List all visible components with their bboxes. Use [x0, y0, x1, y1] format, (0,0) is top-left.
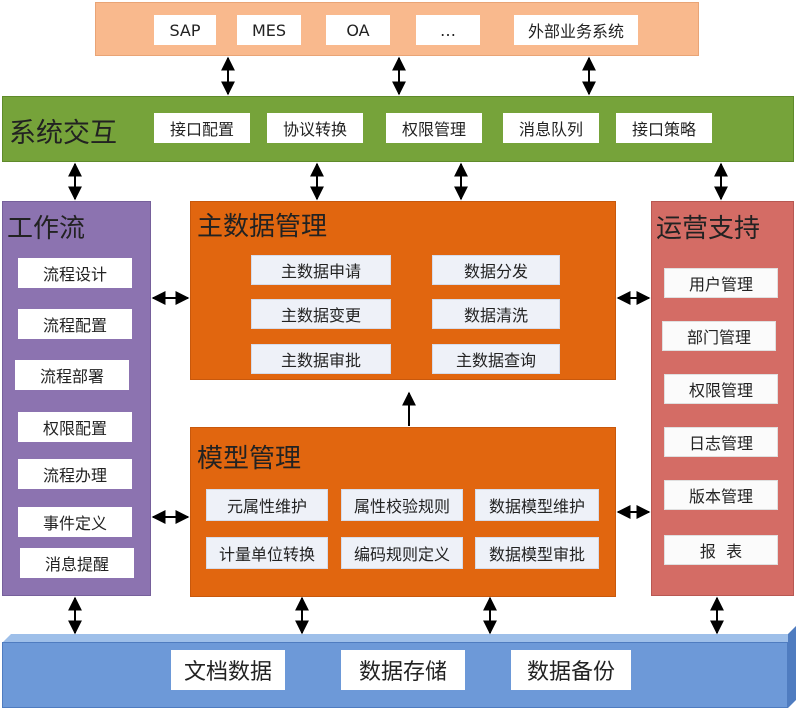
workflow-item-process-deploy[interactable]: 流程部署: [15, 360, 129, 390]
operations-item-department-management[interactable]: 部门管理: [662, 321, 776, 351]
master-data-item-query[interactable]: 主数据查询: [432, 344, 560, 374]
system-interaction-title: 系统交互: [9, 118, 117, 149]
external-item-oa[interactable]: OA: [326, 15, 390, 45]
workflow-title: 工作流: [7, 214, 86, 244]
interaction-item-interface-config[interactable]: 接口配置: [154, 113, 250, 143]
master-data-item-cleanse[interactable]: 数据清洗: [432, 299, 560, 329]
operations-support-title: 运营支持: [656, 214, 761, 244]
storage-item-data-backup[interactable]: 数据备份: [511, 650, 631, 690]
model-item-meta-attribute[interactable]: 元属性维护: [206, 489, 328, 521]
interaction-item-message-queue[interactable]: 消息队列: [503, 113, 599, 143]
operations-item-log-management[interactable]: 日志管理: [664, 427, 778, 457]
workflow-item-process-config[interactable]: 流程配置: [18, 309, 132, 339]
external-item-sap[interactable]: SAP: [154, 15, 216, 45]
storage-base-panel: 文档数据 数据存储 数据备份: [2, 642, 788, 708]
operations-item-user-management[interactable]: 用户管理: [664, 268, 778, 298]
model-item-data-model-approve[interactable]: 数据模型审批: [475, 537, 599, 569]
master-data-item-apply[interactable]: 主数据申请: [251, 255, 391, 285]
operations-item-permission-management[interactable]: 权限管理: [664, 374, 778, 404]
storage-item-document-data[interactable]: 文档数据: [171, 650, 285, 690]
workflow-item-event-definition[interactable]: 事件定义: [18, 507, 132, 537]
workflow-item-permission-config[interactable]: 权限配置: [18, 412, 132, 442]
master-data-item-approve[interactable]: 主数据审批: [251, 344, 391, 374]
interaction-item-protocol-conversion[interactable]: 协议转换: [267, 113, 363, 143]
external-item-ellipsis[interactable]: …: [416, 15, 480, 45]
model-item-code-rule[interactable]: 编码规则定义: [341, 537, 463, 569]
workflow-item-message-reminder[interactable]: 消息提醒: [20, 548, 134, 578]
interaction-item-interface-strategy[interactable]: 接口策略: [616, 113, 712, 143]
operations-item-reports[interactable]: 报 表: [664, 535, 778, 565]
external-systems-panel: SAP MES OA … 外部业务系统: [95, 2, 699, 56]
workflow-item-process-design[interactable]: 流程设计: [18, 258, 132, 288]
model-item-data-model-maintain[interactable]: 数据模型维护: [475, 489, 599, 521]
storage-item-data-storage[interactable]: 数据存储: [341, 650, 465, 690]
system-interaction-panel: 系统交互 接口配置 协议转换 权限管理 消息队列 接口策略: [2, 96, 794, 162]
model-item-attribute-validation[interactable]: 属性校验规则: [341, 489, 463, 521]
master-data-item-change[interactable]: 主数据变更: [251, 299, 391, 329]
external-item-mes[interactable]: MES: [237, 15, 301, 45]
master-data-title: 主数据管理: [197, 212, 328, 242]
workflow-panel: 工作流 流程设计 流程配置 流程部署 权限配置 流程办理 事件定义 消息提醒: [2, 201, 151, 596]
model-item-unit-conversion[interactable]: 计量单位转换: [206, 537, 328, 569]
external-item-business-systems[interactable]: 外部业务系统: [514, 15, 638, 45]
model-management-title: 模型管理: [197, 444, 302, 474]
workflow-item-process-handling[interactable]: 流程办理: [18, 459, 132, 489]
operations-item-version-management[interactable]: 版本管理: [664, 480, 778, 510]
operations-support-panel: 运营支持 用户管理 部门管理 权限管理 日志管理 版本管理 报 表: [651, 201, 794, 596]
interaction-item-permission-management[interactable]: 权限管理: [386, 113, 482, 143]
master-data-panel: 主数据管理 主数据申请 数据分发 主数据变更 数据清洗 主数据审批 主数据查询: [190, 201, 616, 380]
master-data-item-distribute[interactable]: 数据分发: [432, 255, 560, 285]
model-management-panel: 模型管理 元属性维护 属性校验规则 数据模型维护 计量单位转换 编码规则定义 数…: [190, 427, 616, 597]
